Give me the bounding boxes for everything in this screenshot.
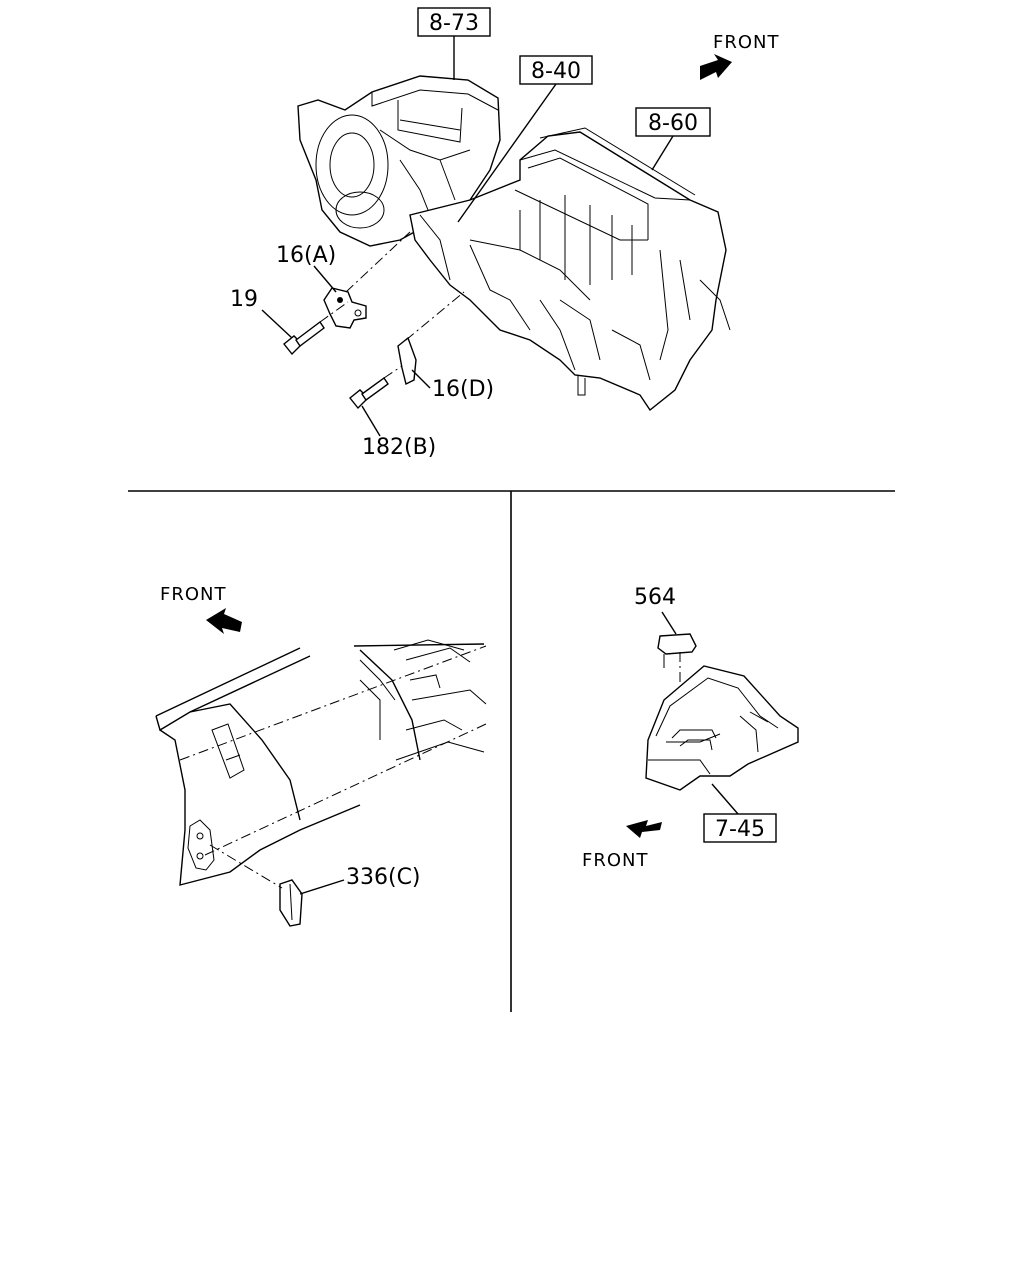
bracket-16d: 16(D) [397,291,494,402]
front-label-left-panel: FRONT [160,584,227,605]
ref-label-8-60: 8-60 [648,111,698,136]
part-label-16d: 16(D) [432,377,494,402]
ref-box-8-60: 8-60 [635,107,711,171]
front-label-right-panel: FRONT [582,850,649,871]
instrument-panel-illustration [155,639,487,886]
hvac-unit-illustration [297,75,731,412]
console-box-illustration [645,665,799,791]
ref-label-8-73: 8-73 [429,11,479,36]
part-label-182b: 182(B) [362,435,436,460]
ref-label-7-45: 7-45 [715,817,765,842]
front-arrow-top: FRONT [700,32,780,80]
front-arrow-right-panel: FRONT [582,820,662,871]
part-label-19: 19 [230,287,258,312]
bracket-16a: 16(A) [276,231,411,329]
part-label-16a: 16(A) [276,243,336,268]
ref-box-8-40: 8-40 [457,55,593,223]
part-564: 564 [634,585,697,742]
ref-box-8-73: 8-73 [417,7,491,80]
front-label-top: FRONT [713,32,780,53]
ref-box-7-45: 7-45 [703,783,777,843]
part-label-564: 564 [634,585,676,610]
bolt-19: 19 [230,287,349,356]
bolt-182b: 182(B) [349,365,436,460]
ref-label-8-40: 8-40 [531,59,581,84]
part-label-336c: 336(C) [346,865,421,890]
front-arrow-left-panel: FRONT [160,584,242,634]
clip-336c: 336(C) [209,844,421,927]
